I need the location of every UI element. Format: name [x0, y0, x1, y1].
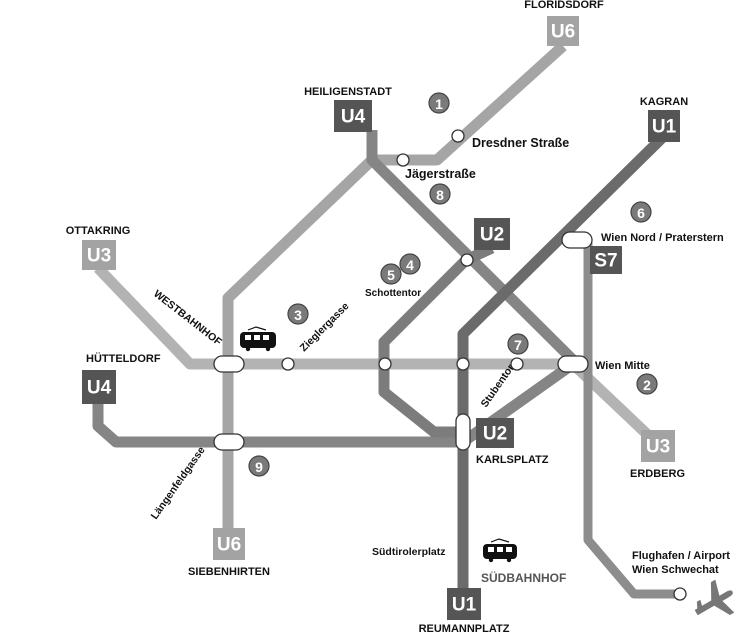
badge-s7[interactable]: S7 [590, 246, 622, 274]
stop-u1-crossing[interactable] [456, 357, 470, 371]
badge-u1-bottom[interactable]: U1 [447, 588, 481, 620]
station-huetteldorf: HÜTTELDORF [86, 352, 161, 365]
station-schottentor: Schottentor [365, 288, 421, 299]
stop-karlsplatz[interactable] [455, 413, 471, 451]
stop-wien-mitte[interactable] [557, 355, 589, 373]
badge-label: U2 [480, 225, 504, 246]
marker-number: 6 [637, 205, 645, 221]
station-erdberg: ERDBERG [630, 468, 685, 480]
marker-number: 2 [643, 377, 651, 393]
marker-2[interactable]: 2 [636, 373, 658, 395]
station-reumannplatz: REUMANNPLATZ [419, 623, 510, 635]
station-suedbahnhof: SÜDBAHNHOF [481, 570, 566, 585]
marker-4[interactable]: 4 [399, 253, 421, 275]
line-u4 [92, 130, 579, 448]
station-heiligenstadt: HEILIGENSTADT [304, 86, 392, 98]
station-siebenhirten: SIEBENHIRTEN [188, 566, 270, 578]
stop-westbahnhof[interactable] [213, 355, 245, 373]
station-suedtirolerplatz: Südtirolerplatz [372, 546, 446, 558]
badge-u4-top[interactable]: U4 [334, 100, 372, 132]
station-laengenfeldgasse: Längenfeldgasse [149, 444, 208, 521]
train-icon [240, 326, 276, 352]
marker-8[interactable]: 8 [429, 183, 451, 205]
stop-zieglergasse[interactable] [281, 357, 295, 371]
stop-schottentor[interactable] [378, 357, 392, 371]
stop-jaeger[interactable] [396, 153, 410, 167]
stop-airport[interactable] [673, 587, 687, 601]
badge-label: U6 [551, 22, 575, 43]
stop-laengenfeldgasse[interactable] [213, 433, 245, 451]
marker-number: 9 [255, 459, 263, 475]
badge-u1-top[interactable]: U1 [648, 110, 680, 142]
stop-stubentor[interactable] [510, 357, 524, 371]
line-s7 [583, 240, 680, 599]
marker-9[interactable]: 9 [248, 455, 270, 477]
station-wien-nord: Wien Nord / Praterstern [601, 232, 724, 244]
stop-dresdner[interactable] [451, 129, 465, 143]
badge-u2-karlsplatz[interactable]: U2 [476, 418, 514, 448]
station-flughafen-line2: Wien Schwechat [632, 564, 719, 576]
badge-label: U3 [646, 437, 670, 458]
stop-schottentor-top[interactable] [460, 253, 474, 267]
station-wien-mitte: Wien Mitte [595, 360, 650, 372]
station-dresdner: Dresdner Straße [472, 136, 569, 150]
badge-u6-bottom[interactable]: U6 [213, 528, 245, 560]
airplane-icon [694, 579, 735, 616]
marker-number: 5 [387, 267, 395, 283]
marker-5[interactable]: 5 [380, 263, 402, 285]
station-jaeger: Jägerstraße [405, 167, 476, 181]
line-u1 [457, 132, 668, 592]
marker-number: 7 [514, 337, 522, 353]
marker-3[interactable]: 3 [287, 303, 309, 325]
badge-u4-left[interactable]: U4 [82, 370, 116, 404]
badge-u6-top[interactable]: U6 [547, 16, 579, 46]
marker-number: 1 [435, 96, 443, 112]
station-flughafen-line1: Flughafen / Airport [632, 550, 730, 562]
badge-label: U3 [87, 246, 111, 267]
badge-label: U4 [87, 378, 112, 399]
badge-u3-left[interactable]: U3 [82, 240, 116, 270]
badge-u3-right[interactable]: U3 [641, 430, 675, 462]
marker-6[interactable]: 6 [630, 201, 652, 223]
train-icon [483, 538, 517, 563]
stop-wien-nord[interactable] [561, 231, 593, 249]
marker-7[interactable]: 7 [507, 333, 529, 355]
station-floridsdorf: FLORIDSDORF [524, 0, 604, 11]
marker-number: 8 [436, 187, 444, 203]
marker-1[interactable]: 1 [428, 92, 450, 114]
marker-number: 4 [406, 257, 414, 273]
badge-u2-mid[interactable]: U2 [474, 218, 510, 250]
station-kagran: KAGRAN [640, 96, 688, 108]
station-ottakring: OTTAKRING [66, 225, 131, 237]
station-karlsplatz: KARLSPLATZ [476, 454, 549, 466]
badge-label: U1 [652, 117, 677, 138]
marker-number: 3 [294, 307, 302, 323]
badge-label: S7 [594, 251, 617, 272]
stops [213, 129, 687, 601]
badge-label: U2 [483, 424, 507, 445]
badge-label: U4 [341, 107, 366, 128]
badge-label: U1 [452, 595, 477, 616]
badge-label: U6 [217, 535, 241, 556]
